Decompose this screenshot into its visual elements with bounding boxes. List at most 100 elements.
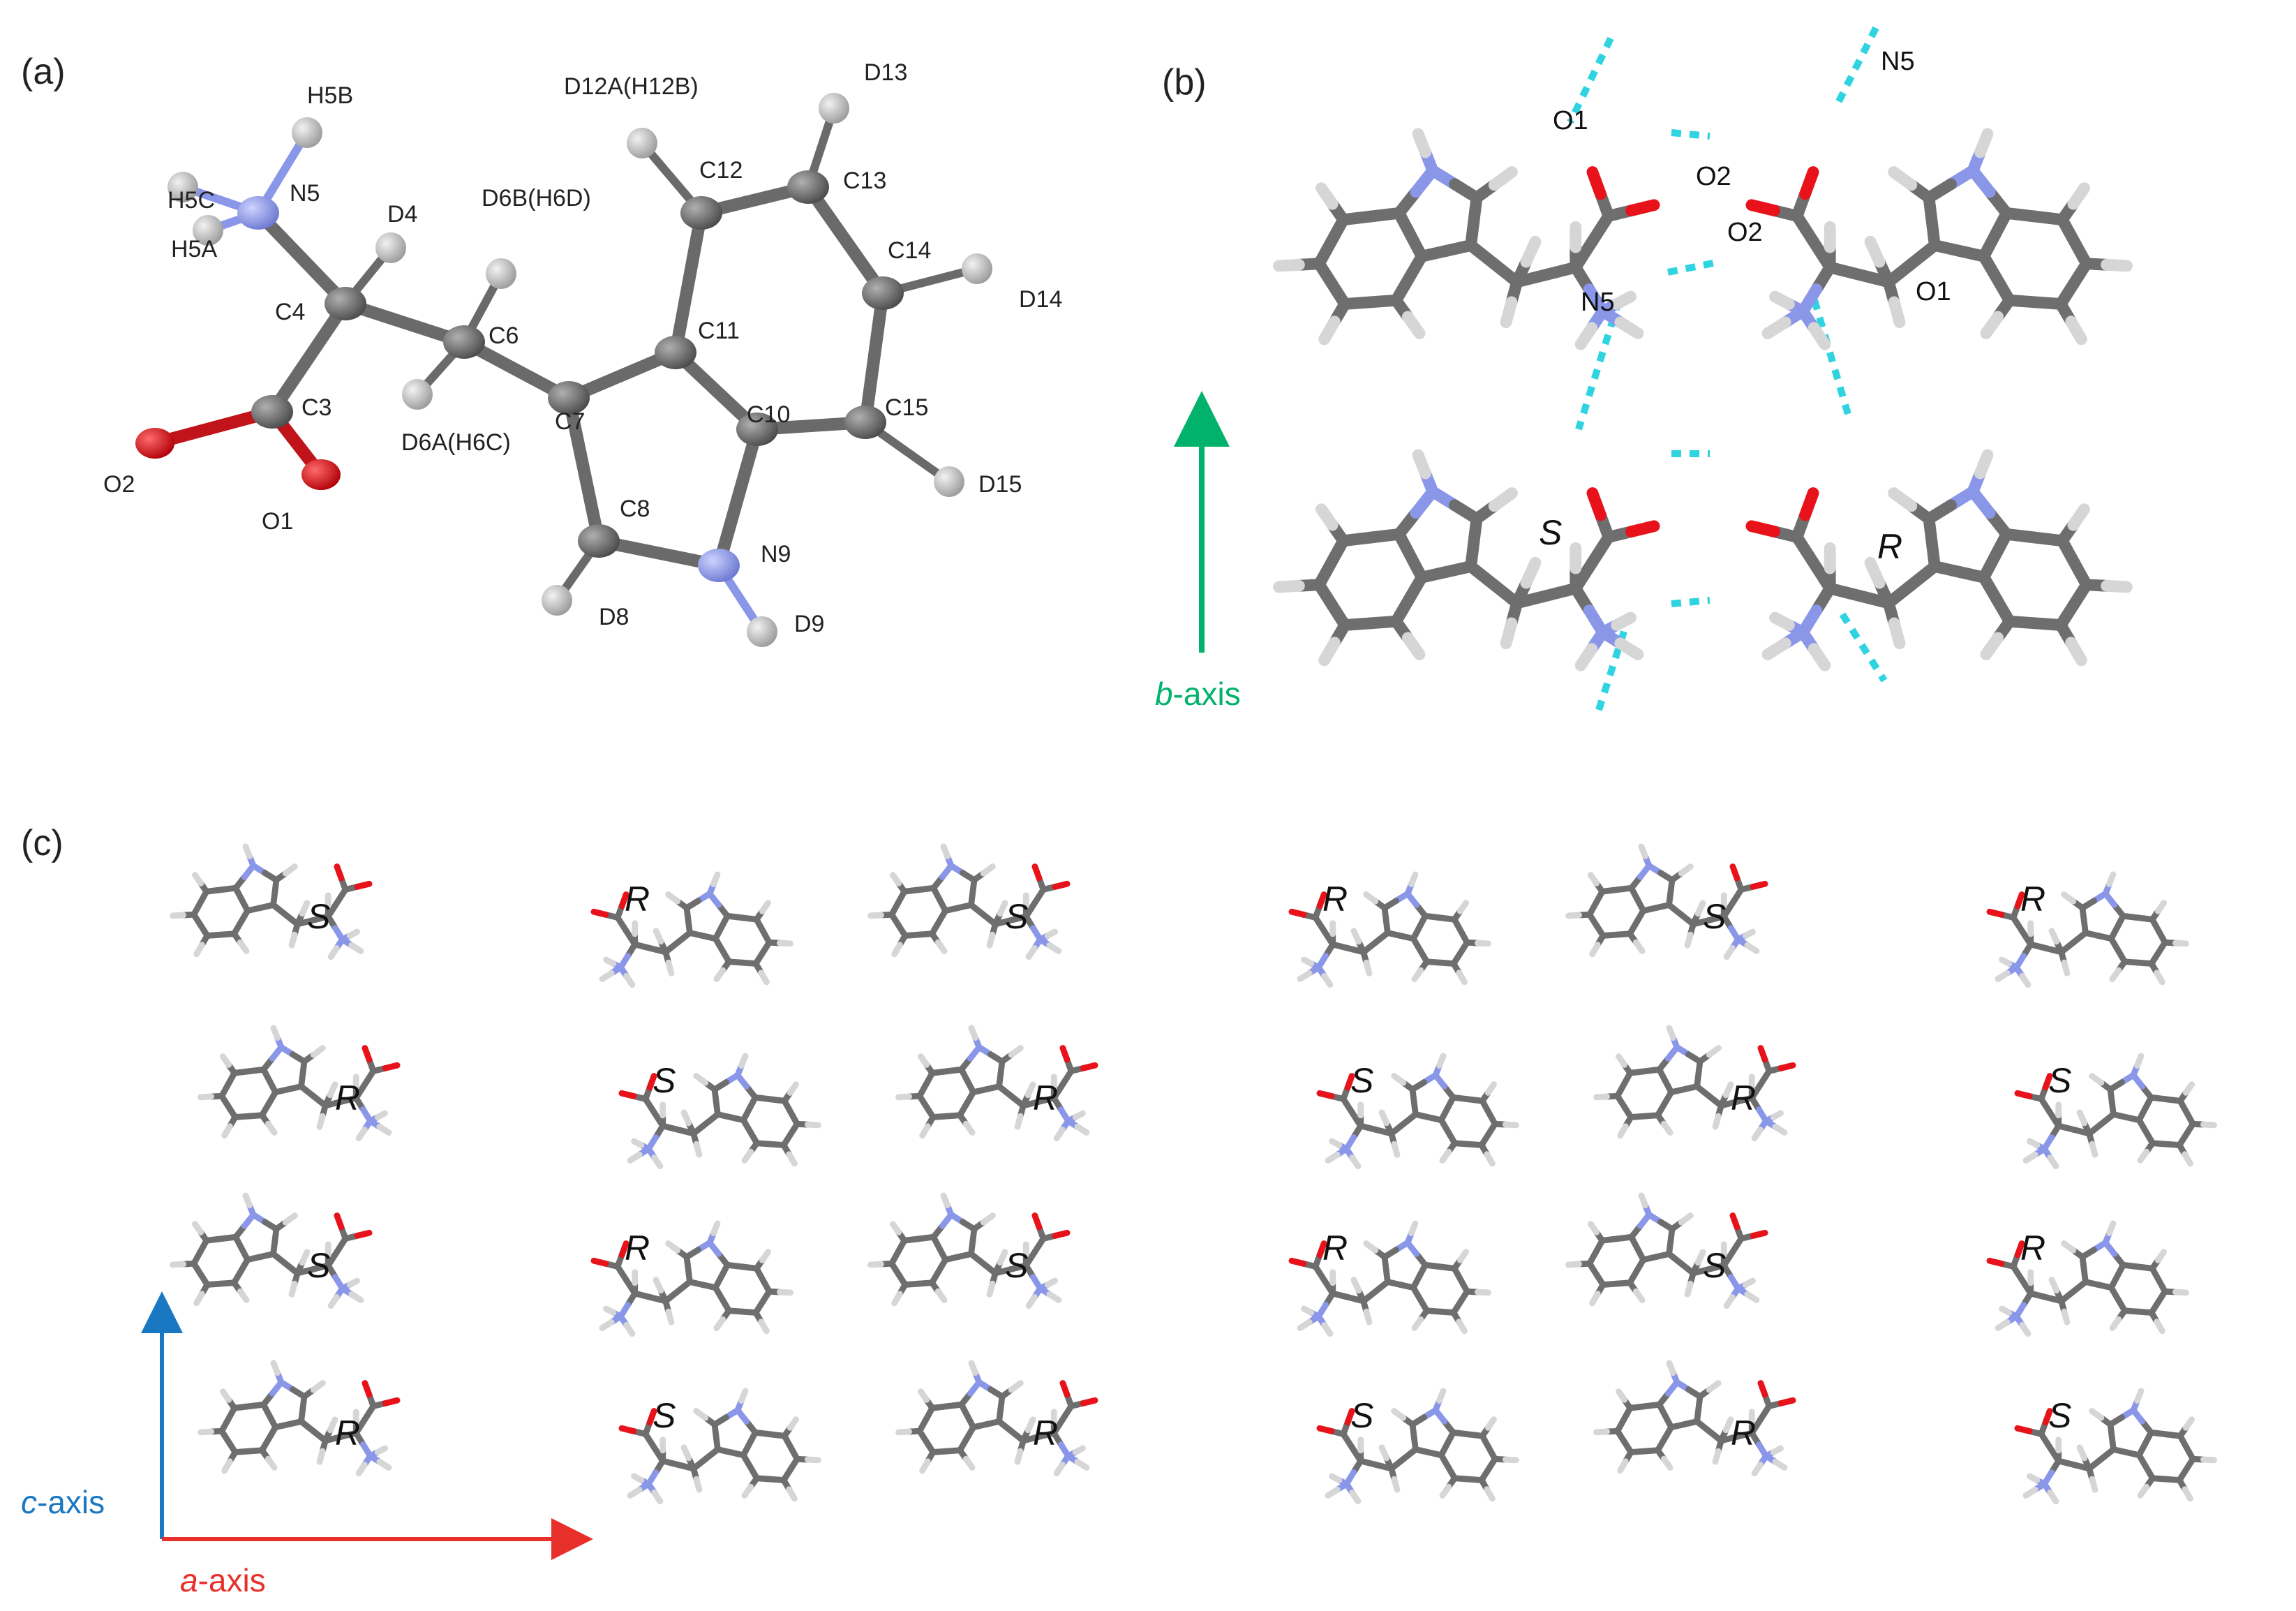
stick-N-HN3-b (346, 928, 360, 939)
stick-C2-H2-b (1706, 1045, 1722, 1058)
stick-C-O1-b (1031, 863, 1043, 882)
atom-D14 (962, 253, 992, 284)
atom-C12 (680, 196, 722, 230)
stick-N1-H1-b (242, 1192, 253, 1209)
stick-N-HN1-b (1995, 970, 2011, 982)
stick-C-O2-b (1625, 199, 1660, 217)
stick-C4-H4-b (713, 967, 726, 982)
stick-C2-H2-b (1008, 1380, 1024, 1393)
stick-N-HN2-b (651, 1489, 664, 1505)
stick-CB-HB2-b (653, 1277, 664, 1294)
stick-C5-H5-b (2182, 1151, 2193, 1167)
stick-C7-H7-b (1615, 1388, 1628, 1403)
stick-CB-HB2-b (2076, 1109, 2088, 1127)
c-chirality-0-2: S (1005, 897, 1028, 936)
stick-CB-HB1-b (1712, 1448, 1722, 1465)
stick-C7-H7-b (2182, 1416, 2196, 1431)
stick-C-O1-b (361, 1045, 373, 1063)
stick-C-O2-b (1080, 1397, 1098, 1406)
stick-C7-C7A-b (2147, 1429, 2169, 1438)
atom-C14 (862, 276, 904, 310)
stick-N-HN1-b (2022, 1486, 2038, 1499)
stick-N1-H1-b (1408, 871, 1419, 888)
stick-N-HN2-b (1053, 1126, 1066, 1142)
stick-C2-H2-b (310, 1045, 326, 1058)
stick-C-O1-b (1729, 863, 1740, 882)
atom-C4 (325, 287, 366, 320)
stick-C7-C7A-b (1613, 884, 1635, 893)
c-chirality-3-0: R (335, 1413, 360, 1453)
stick-N1-H1-b (710, 871, 721, 888)
stick-C5-H5-b (1484, 1151, 1496, 1167)
c-chirality-0-0: S (307, 897, 330, 936)
stick-C7-C7A-b (916, 884, 937, 893)
stick-N-HN1-b (1772, 1123, 1788, 1136)
stick-CB-HB2-b (1864, 235, 1886, 268)
stick-N-HN3-b (1044, 1277, 1058, 1288)
stick-C7-H7-b (2067, 182, 2090, 210)
stick-CB-HB1-b (1888, 617, 1906, 650)
stick-N1-H1-b (1974, 449, 1994, 480)
atom-D12A (627, 128, 657, 158)
stick-N1-H1-b (940, 1192, 951, 1209)
stick-N-HN3-b (631, 1473, 645, 1483)
stick-C2-H2-b (1008, 1045, 1024, 1058)
stick-N-HN2-b (1723, 1293, 1736, 1309)
stick-N-HN1-b (627, 1151, 643, 1164)
c-chirality-1-1: S (653, 1061, 676, 1100)
atom-D4 (375, 232, 406, 263)
stick-CB-HB2-b (680, 1444, 692, 1462)
stick-CB-HB1-b (986, 1280, 996, 1298)
atom-label-9: C6 (489, 322, 519, 349)
stick-N-HN2-b (1053, 1461, 1066, 1477)
c-chirality-3-2: R (1033, 1413, 1058, 1453)
stick-C4-H4-b (741, 1148, 754, 1164)
stick-C6-H6-b (867, 1261, 885, 1268)
stick-C7-H7-b (1484, 1416, 1498, 1431)
stick-C-O2-b (1750, 880, 1768, 890)
stick-CB-HB2-b (1722, 1416, 1734, 1434)
stick-C7-C7A-b (2000, 528, 2041, 544)
stick-N-HN2-b (1723, 944, 1736, 960)
molecule-c-0-2 (867, 843, 1071, 960)
atom-label-2: N5 (290, 180, 320, 207)
stick-C7-C7A-b (2119, 912, 2141, 921)
stick-C-O1-b (1799, 487, 1819, 521)
molecule-b-top-left (1273, 128, 1660, 350)
stick-CB-HB2-b (1024, 1081, 1036, 1099)
stick-N-HN3-b (1301, 956, 1315, 967)
stick-C7-H7-b (1587, 1221, 1600, 1235)
stick-C2-H2-b (1391, 1073, 1407, 1086)
stick-C2-H2-b (310, 1380, 326, 1393)
stick-C2-H2-b (1363, 891, 1379, 905)
stick-CB-HB2-b (1864, 556, 1886, 589)
stick-C7-H7-b (2067, 503, 2090, 531)
stick-C-O2-b (1052, 1229, 1071, 1239)
stick-N-HN3-b (1742, 928, 1756, 939)
stick-N1-H1-b (1638, 843, 1648, 860)
atom-label-7: O2 (103, 471, 135, 498)
molecule-c-2-3 (1288, 1220, 1491, 1337)
molecule-c-3-5 (2014, 1388, 2217, 1505)
stick-C7-H7-b (2154, 1249, 2168, 1263)
stick-C7-C7A-b (1422, 1261, 1443, 1270)
stick-C4-H4-b (264, 1455, 278, 1471)
stick-C-O1-b (1799, 166, 1819, 200)
stick-N1-H1-b (2106, 1220, 2117, 1237)
molecule-c-3-0 (197, 1360, 401, 1477)
molecule-c-0-3 (1288, 871, 1491, 988)
stick-C5-H5-b (193, 1291, 205, 1307)
atom-label-18: C10 (747, 401, 790, 428)
stick-C7-H7-b (191, 872, 204, 886)
stick-N1-H1-b (270, 1360, 281, 1376)
stick-N1-H1-b (1412, 128, 1431, 158)
panel-c-label: (c) (21, 823, 64, 863)
stick-CB-HB1-b (665, 959, 675, 977)
stick-N-HN2-b (327, 944, 340, 960)
stick-CB-HB1-b (2061, 959, 2071, 977)
stick-C-O2-b (618, 1090, 637, 1099)
stick-C5-H5-b (1484, 1486, 1496, 1502)
molecule-c-3-3 (1316, 1388, 1519, 1505)
atom-label-20: D9 (794, 611, 824, 637)
